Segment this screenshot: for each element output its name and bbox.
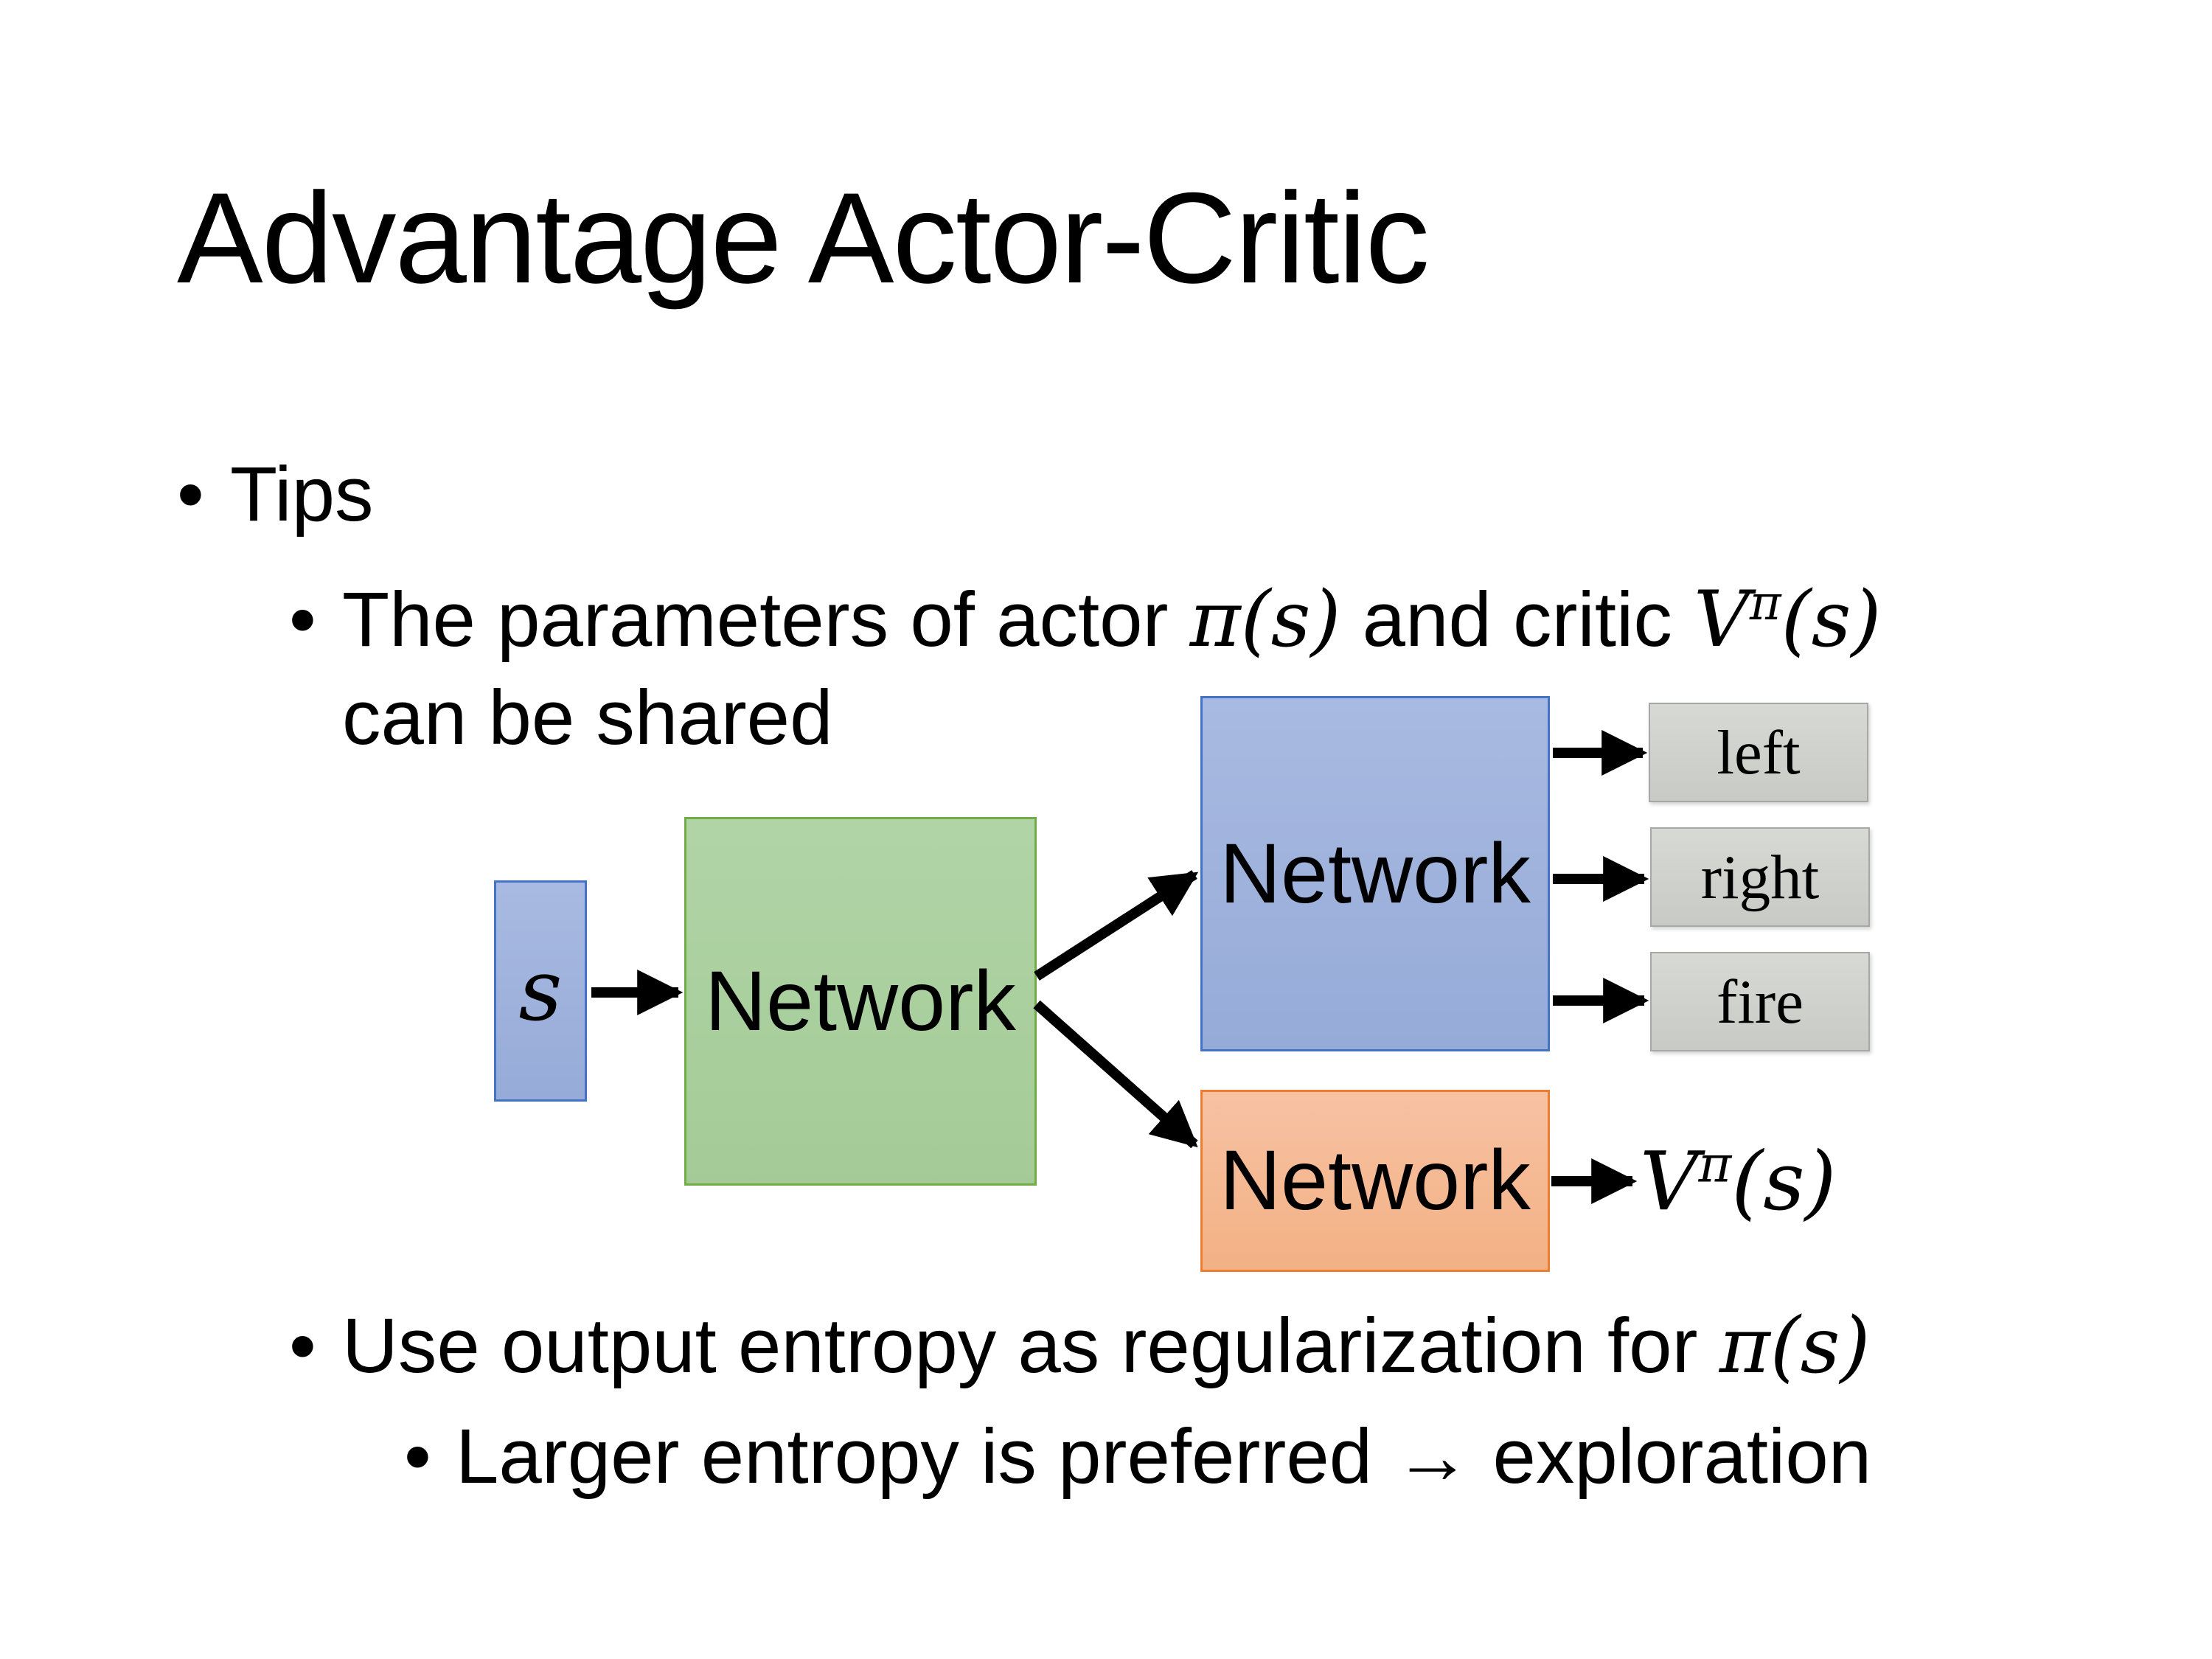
slide-title: Advantage Actor-Critic [177,167,1430,310]
action-label-fire: fire [1717,967,1804,1037]
arrow-shared-to-critic [1033,1000,1198,1149]
action-box-left: left [1649,703,1868,802]
arrow-shared-to-actor [1034,870,1199,981]
action-label-left: left [1717,717,1801,787]
math-pi-s: π(s) [1189,574,1341,664]
actor-network-box: Network [1200,696,1550,1051]
bullet-dot-icon: • [404,1413,431,1500]
text-run-entropy-pre: Use output entropy as regularization for [342,1303,1719,1389]
bullet-entropy-text: Use output entropy as regularization for… [342,1298,1871,1394]
bullet-exploration-text: Larger entropy is preferred → exploratio… [456,1413,1872,1500]
text-run-param-pre: The parameters of actor [342,577,1190,663]
shared-network-label: Network [705,953,1016,1048]
math-sup-pi: π [1749,576,1781,631]
bullet-dot-icon: • [289,1303,316,1389]
critic-output-args: (s) [1731,1134,1837,1228]
bullet-tips: • Tips [177,446,373,543]
bullet-shared-params-line2: can be shared [342,669,832,766]
bullet-dot-icon: • [177,451,204,538]
critic-output-label: Vπ(s) [1640,1127,1837,1237]
actor-network-label: Network [1220,826,1531,921]
bullet-shared-params-line2-text: can be shared [342,675,833,761]
math-V: V [1694,574,1750,664]
bullet-dot-icon: • [289,577,316,663]
state-input-box: s [494,880,587,1102]
action-box-right: right [1650,827,1870,927]
bullet-exploration: • Larger entropy is preferred → explorat… [404,1408,1871,1505]
critic-network-label: Network [1220,1133,1531,1228]
critic-output-V: V [1640,1134,1699,1228]
state-label: s [518,941,563,1040]
bullet-entropy-regularization: • Use output entropy as regularization f… [289,1298,1871,1394]
bullet-shared-params-text: The parameters of actor π(s) and critic … [342,571,1881,668]
text-run-param-mid: and critic [1340,577,1694,663]
shared-network-box: Network [684,817,1037,1186]
bullet-tips-label: Tips [230,451,374,538]
critic-network-box: Network [1200,1090,1550,1272]
math-V-args: (s) [1781,574,1882,664]
math-pi-s-2: π(s) [1719,1301,1871,1391]
math-V-pi-s: Vπ(s) [1694,574,1881,664]
critic-output-sup-pi: π [1698,1135,1732,1194]
bullet-shared-params-line1: • The parameters of actor π(s) and criti… [289,571,1881,668]
action-label-right: right [1700,842,1820,912]
action-box-fire: fire [1650,952,1870,1051]
